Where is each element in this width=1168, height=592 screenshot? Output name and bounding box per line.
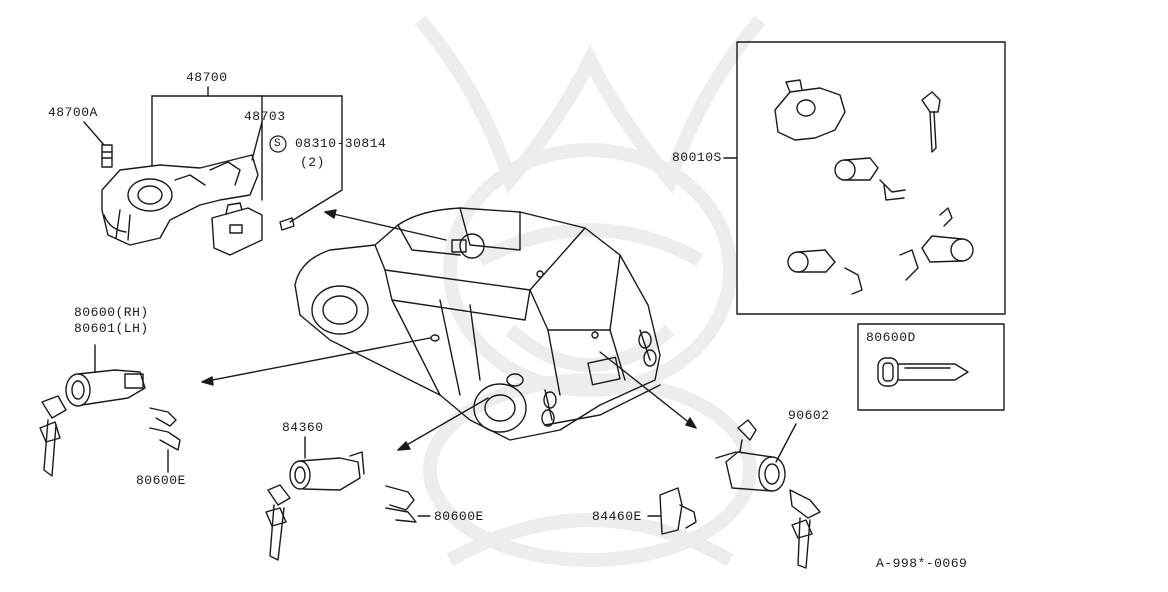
label-48700a: 48700A <box>48 105 98 120</box>
key-blank-80600d-box <box>857 323 1005 411</box>
door-lock-center <box>265 436 431 561</box>
label-screw-qty: (2) <box>300 155 325 170</box>
label-84460e: 84460E <box>592 509 642 524</box>
steering-lock-leaders <box>83 86 343 223</box>
clip-84460e <box>647 487 697 535</box>
label-80600-rh: 80600(RH) <box>74 305 149 320</box>
label-80600e-center: 80600E <box>434 509 484 524</box>
watermark-emblem <box>414 15 766 567</box>
location-arrows <box>201 209 697 451</box>
label-48703: 48703 <box>244 109 286 124</box>
screw-symbol-circle <box>269 135 287 153</box>
label-screw-symbol: S <box>274 138 282 150</box>
kit-80010s-box <box>723 41 1006 315</box>
diagram-code: A-998*-0069 <box>876 556 968 571</box>
steering-lock-assembly <box>101 144 295 256</box>
label-80600e-left: 80600E <box>136 473 186 488</box>
label-90602: 90602 <box>788 408 830 423</box>
door-lock-left <box>39 344 181 477</box>
back-door-lock <box>715 419 821 569</box>
label-48700: 48700 <box>186 70 228 85</box>
label-80601-lh: 80601(LH) <box>74 321 149 336</box>
label-kit-80010s: 80010S <box>672 150 722 165</box>
label-key-blank-80600d: 80600D <box>866 330 916 345</box>
label-84360: 84360 <box>282 420 324 435</box>
label-screw-part: 08310-30814 <box>295 136 387 151</box>
vehicle-illustration <box>294 207 661 441</box>
